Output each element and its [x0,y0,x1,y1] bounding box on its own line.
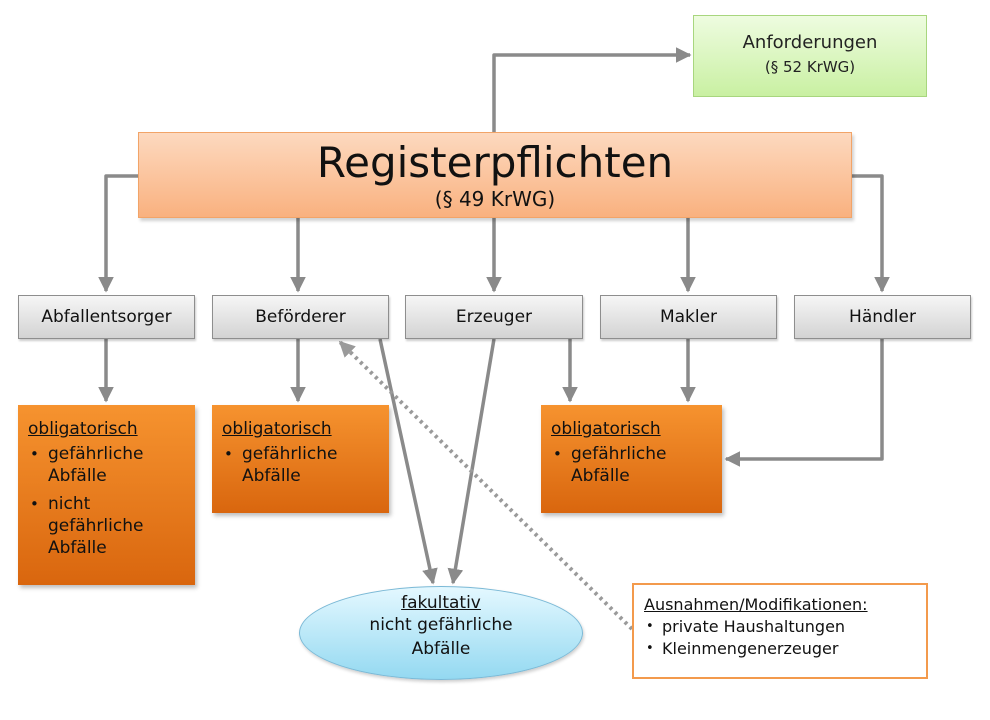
arrow-befoerderer-optional [378,338,438,585]
obligation-item: nicht gefährliche Abfälle [28,493,185,559]
obligation-title: obligatorisch [551,419,661,439]
actor-befoerderer: Beförderer [212,295,389,339]
actor-makler: Makler [600,295,777,339]
requirements-box: Anforderungen (§ 52 KrWG) [693,15,927,97]
obligation-title: obligatorisch [222,419,332,439]
optional-line2: Abfälle [411,639,471,659]
main-title: Registerpflichten [316,138,674,187]
optional-line1: nicht gefährliche [369,615,513,635]
exception-item: Kleinmengenerzeuger [644,638,916,660]
obligation-item: gefährliche Abfälle [222,443,379,487]
optional-title: fakultativ [401,593,481,613]
requirements-title: Anforderungen [742,32,878,53]
exceptions-title: Ausnahmen/Modifikationen: [644,595,868,614]
optional-ellipse: fakultativ nicht gefährliche Abfälle [299,586,583,680]
arrow-to-abfallentsorger [98,174,138,293]
dotted-arrow-exceptions [338,340,634,631]
obligation-item: gefährliche Abfälle [28,443,185,487]
main-box: Registerpflichten (§ 49 KrWG) [138,132,852,218]
arrow-to-haendler [852,174,890,293]
obligation-title: obligatorisch [28,419,138,439]
actor-haendler: Händler [794,295,971,339]
arrow-erzeuger-optional [447,338,496,585]
actor-erzeuger: Erzeuger [405,295,583,339]
arrow-haendler-oblig [724,339,884,467]
exception-item: private Haushaltungen [644,616,916,638]
obligation-box-erzeuger-makler-haendler: obligatorisch gefährliche Abfälle [541,405,722,513]
main-subtitle: (§ 49 KrWG) [434,187,556,211]
obligation-box-abfallentsorger: obligatorisch gefährliche Abfälle nicht … [18,405,195,585]
arrow-to-requirements [492,47,692,132]
requirements-subtitle: (§ 52 KrWG) [764,58,856,76]
exceptions-box: Ausnahmen/Modifikationen: private Hausha… [632,583,928,679]
obligation-box-befoerderer: obligatorisch gefährliche Abfälle [212,405,389,513]
obligation-item: gefährliche Abfälle [551,443,712,487]
actor-abfallentsorger: Abfallentsorger [18,295,195,339]
